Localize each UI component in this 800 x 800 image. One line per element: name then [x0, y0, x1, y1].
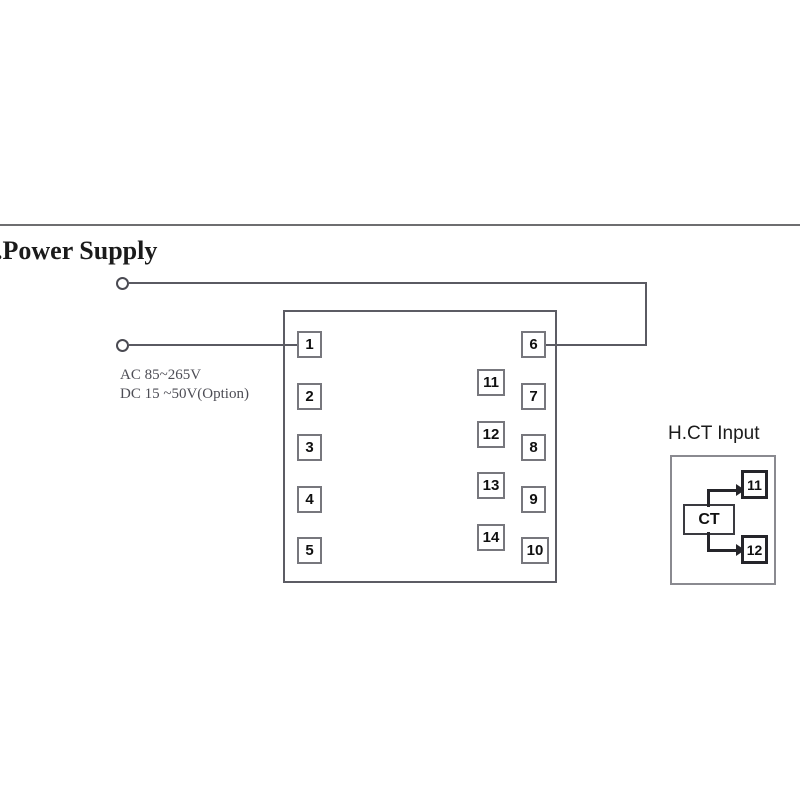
- power-supply-post-bottom[interactable]: [116, 339, 129, 352]
- wire-bottom-to-terminal-1: [129, 344, 301, 346]
- ct-wire-up-to-11: [707, 489, 710, 507]
- terminal-2[interactable]: 2: [297, 383, 322, 410]
- device-enclosure: [283, 310, 557, 583]
- terminal-6[interactable]: 6: [521, 331, 546, 358]
- header-divider: [0, 224, 800, 226]
- power-supply-post-top[interactable]: [116, 277, 129, 290]
- terminal-14[interactable]: 14: [477, 524, 505, 551]
- terminal-4[interactable]: 4: [297, 486, 322, 513]
- dc-rating-label: DC 15 ~50V(Option): [120, 386, 249, 402]
- terminal-7[interactable]: 7: [521, 383, 546, 410]
- ct-block[interactable]: CT: [683, 504, 735, 535]
- ct-wire-down-to-12: [707, 532, 710, 552]
- wire-right-vertical: [645, 282, 647, 346]
- hct-input-title: H.CT Input: [668, 423, 760, 444]
- terminal-12[interactable]: 12: [477, 421, 505, 448]
- terminal-11[interactable]: 11: [477, 369, 505, 396]
- ct-arrow-to-11: [736, 484, 745, 496]
- ct-wire-right-to-11: [707, 489, 739, 492]
- ac-rating-label: AC 85~265V: [120, 367, 202, 383]
- ct-arrow-to-12: [736, 544, 745, 556]
- section-title: .Power Supply: [0, 236, 158, 265]
- hct-terminal-11[interactable]: 11: [741, 470, 768, 499]
- terminal-9[interactable]: 9: [521, 486, 546, 513]
- hct-terminal-12[interactable]: 12: [741, 535, 768, 564]
- wire-return-to-terminal-6: [543, 344, 647, 346]
- ct-wire-right-to-12: [707, 549, 739, 552]
- wire-top-horizontal: [129, 282, 645, 284]
- terminal-5[interactable]: 5: [297, 537, 322, 564]
- terminal-3[interactable]: 3: [297, 434, 322, 461]
- supply-rating-caption: AC 85~265V DC 15 ~50V(Option): [120, 366, 249, 404]
- terminal-13[interactable]: 13: [477, 472, 505, 499]
- terminal-8[interactable]: 8: [521, 434, 546, 461]
- terminal-10[interactable]: 10: [521, 537, 549, 564]
- terminal-1[interactable]: 1: [297, 331, 322, 358]
